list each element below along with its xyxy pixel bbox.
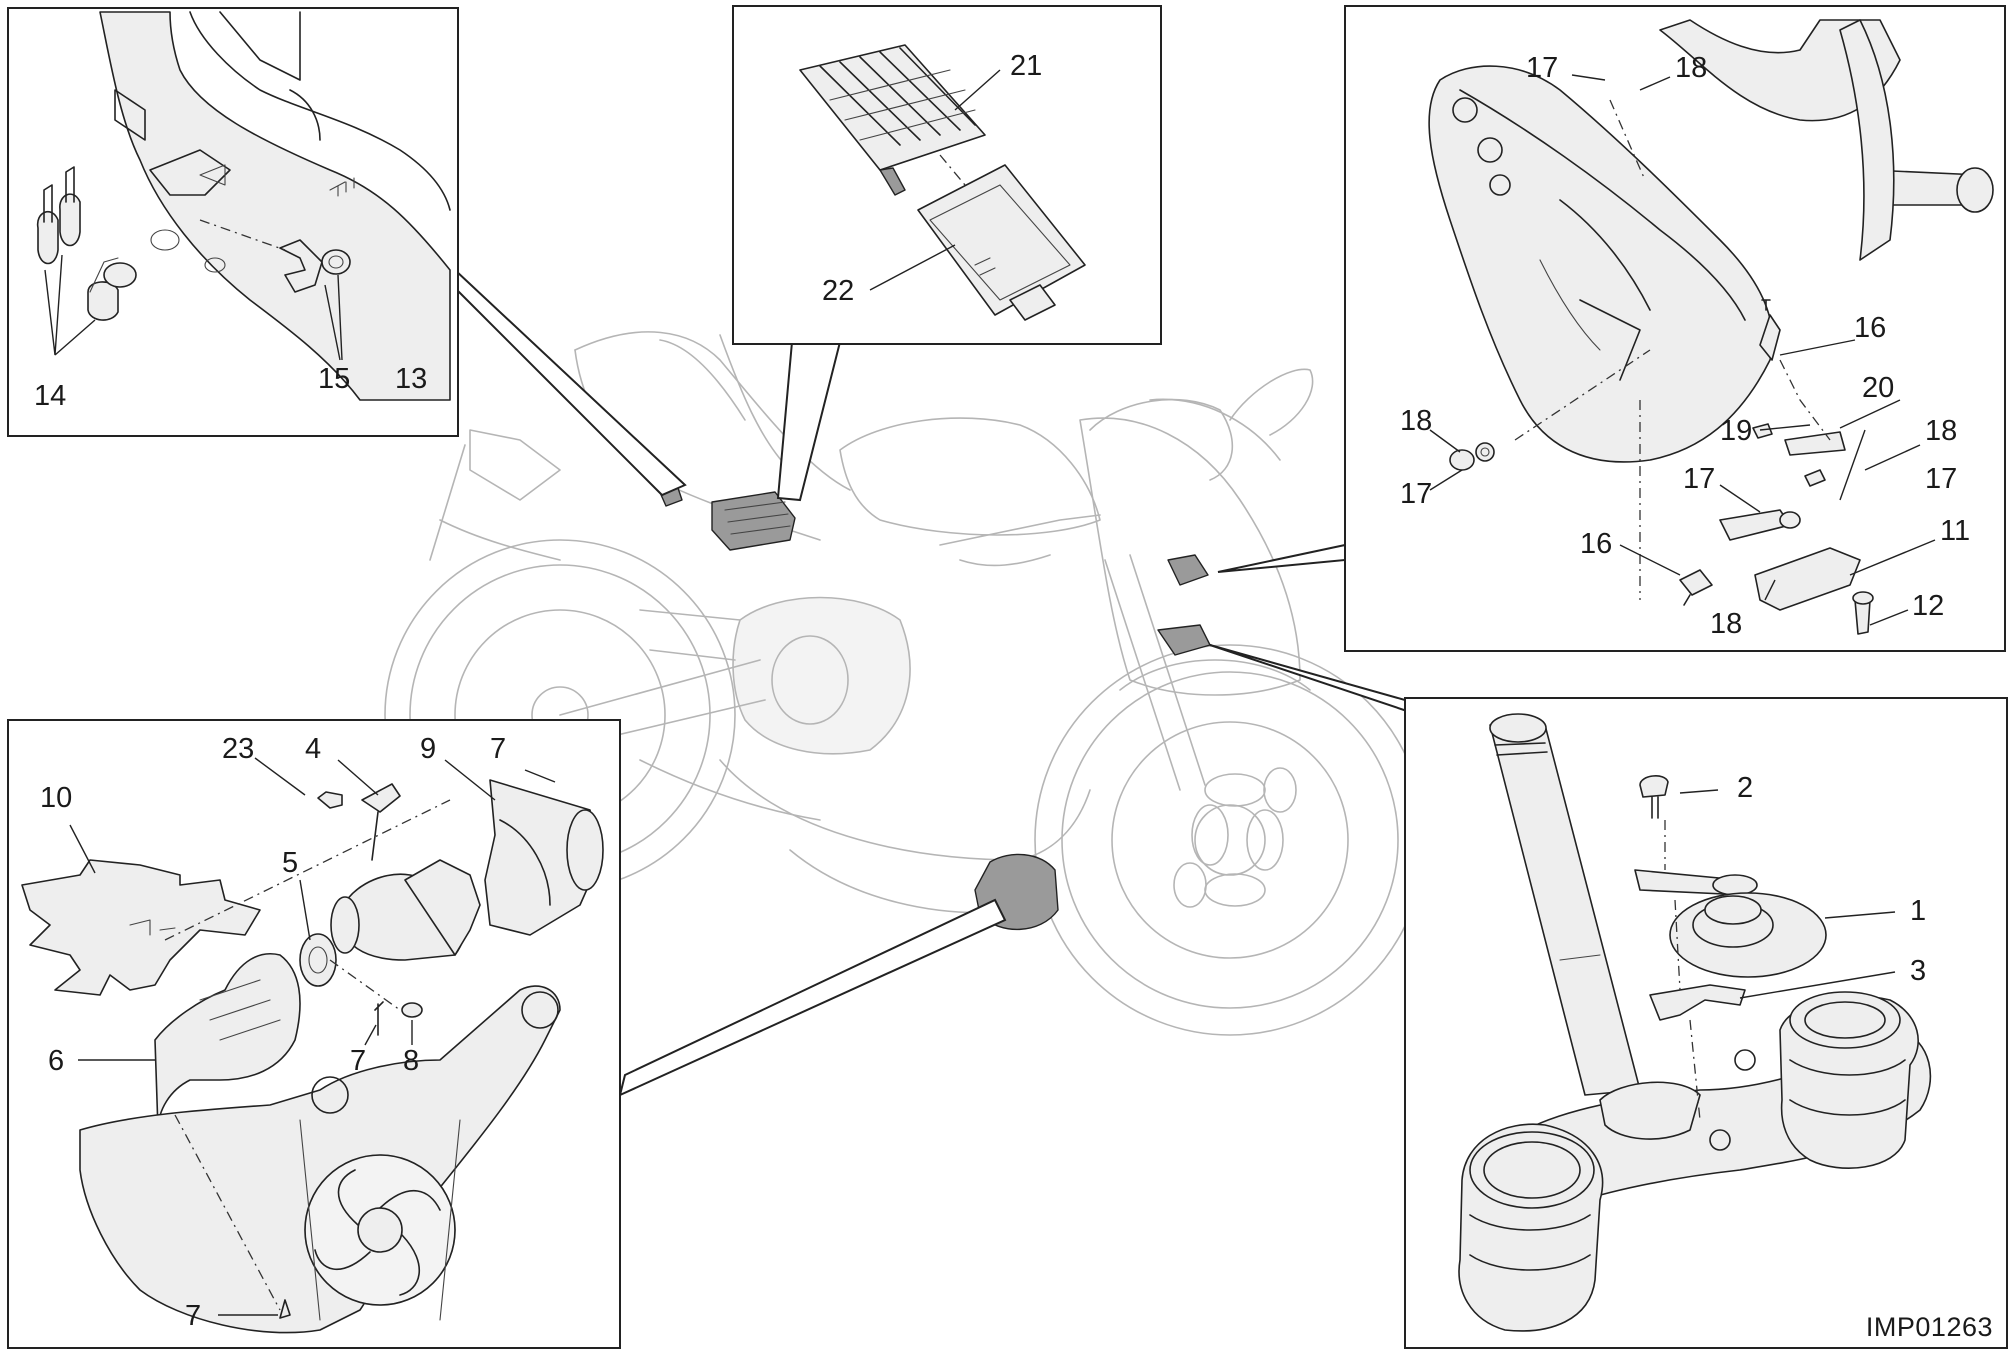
callout-22: 22 (822, 275, 854, 307)
callout-17c: 17 (1925, 463, 1957, 495)
callout-18b: 18 (1400, 405, 1432, 437)
callout-12: 12 (1912, 590, 1944, 622)
panel-exhaust-valve (7, 719, 621, 1349)
callout-16a: 16 (1854, 312, 1886, 344)
callout-7b: 7 (350, 1045, 366, 1077)
callout-4: 4 (305, 733, 321, 765)
callout-23: 23 (222, 733, 254, 765)
callout-labels: 14 15 13 21 22 17 18 16 20 18 17 19 18 1… (34, 50, 1970, 1332)
panel-tail-lock (7, 7, 459, 437)
callout-20: 20 (1862, 372, 1894, 404)
callout-1: 1 (1910, 895, 1926, 927)
panel-horn (1404, 697, 2008, 1349)
bike-highlighted-parts (657, 481, 1211, 931)
callout-2: 2 (1737, 772, 1753, 804)
callout-10: 10 (40, 782, 72, 814)
callout-11: 11 (1940, 515, 1970, 547)
callout-18d: 18 (1710, 608, 1742, 640)
callout-17d: 17 (1683, 463, 1715, 495)
callout-19: 19 (1720, 415, 1752, 447)
callout-9: 9 (420, 733, 436, 765)
callout-18a: 18 (1675, 52, 1707, 84)
callout-7a: 7 (490, 733, 506, 765)
callout-21: 21 (1010, 50, 1042, 82)
callout-17a: 17 (1526, 52, 1558, 84)
callout-8: 8 (403, 1045, 419, 1077)
panel-control-unit (732, 5, 1162, 345)
callout-16b: 16 (1580, 528, 1612, 560)
callout-14: 14 (34, 380, 66, 412)
callout-7c: 7 (185, 1300, 201, 1332)
motorcycle-outline (384, 331, 1426, 1036)
callout-17b: 17 (1400, 478, 1432, 510)
callout-wedges (448, 268, 1412, 1097)
callout-13: 13 (395, 363, 427, 395)
callout-5: 5 (282, 847, 298, 879)
callout-6: 6 (48, 1045, 64, 1077)
panel-headlight-bracket (1344, 5, 2006, 652)
callout-15: 15 (318, 363, 350, 395)
callout-3: 3 (1910, 955, 1926, 987)
callout-18c: 18 (1925, 415, 1957, 447)
diagram-reference-code: IMP01263 (1865, 1312, 1993, 1342)
